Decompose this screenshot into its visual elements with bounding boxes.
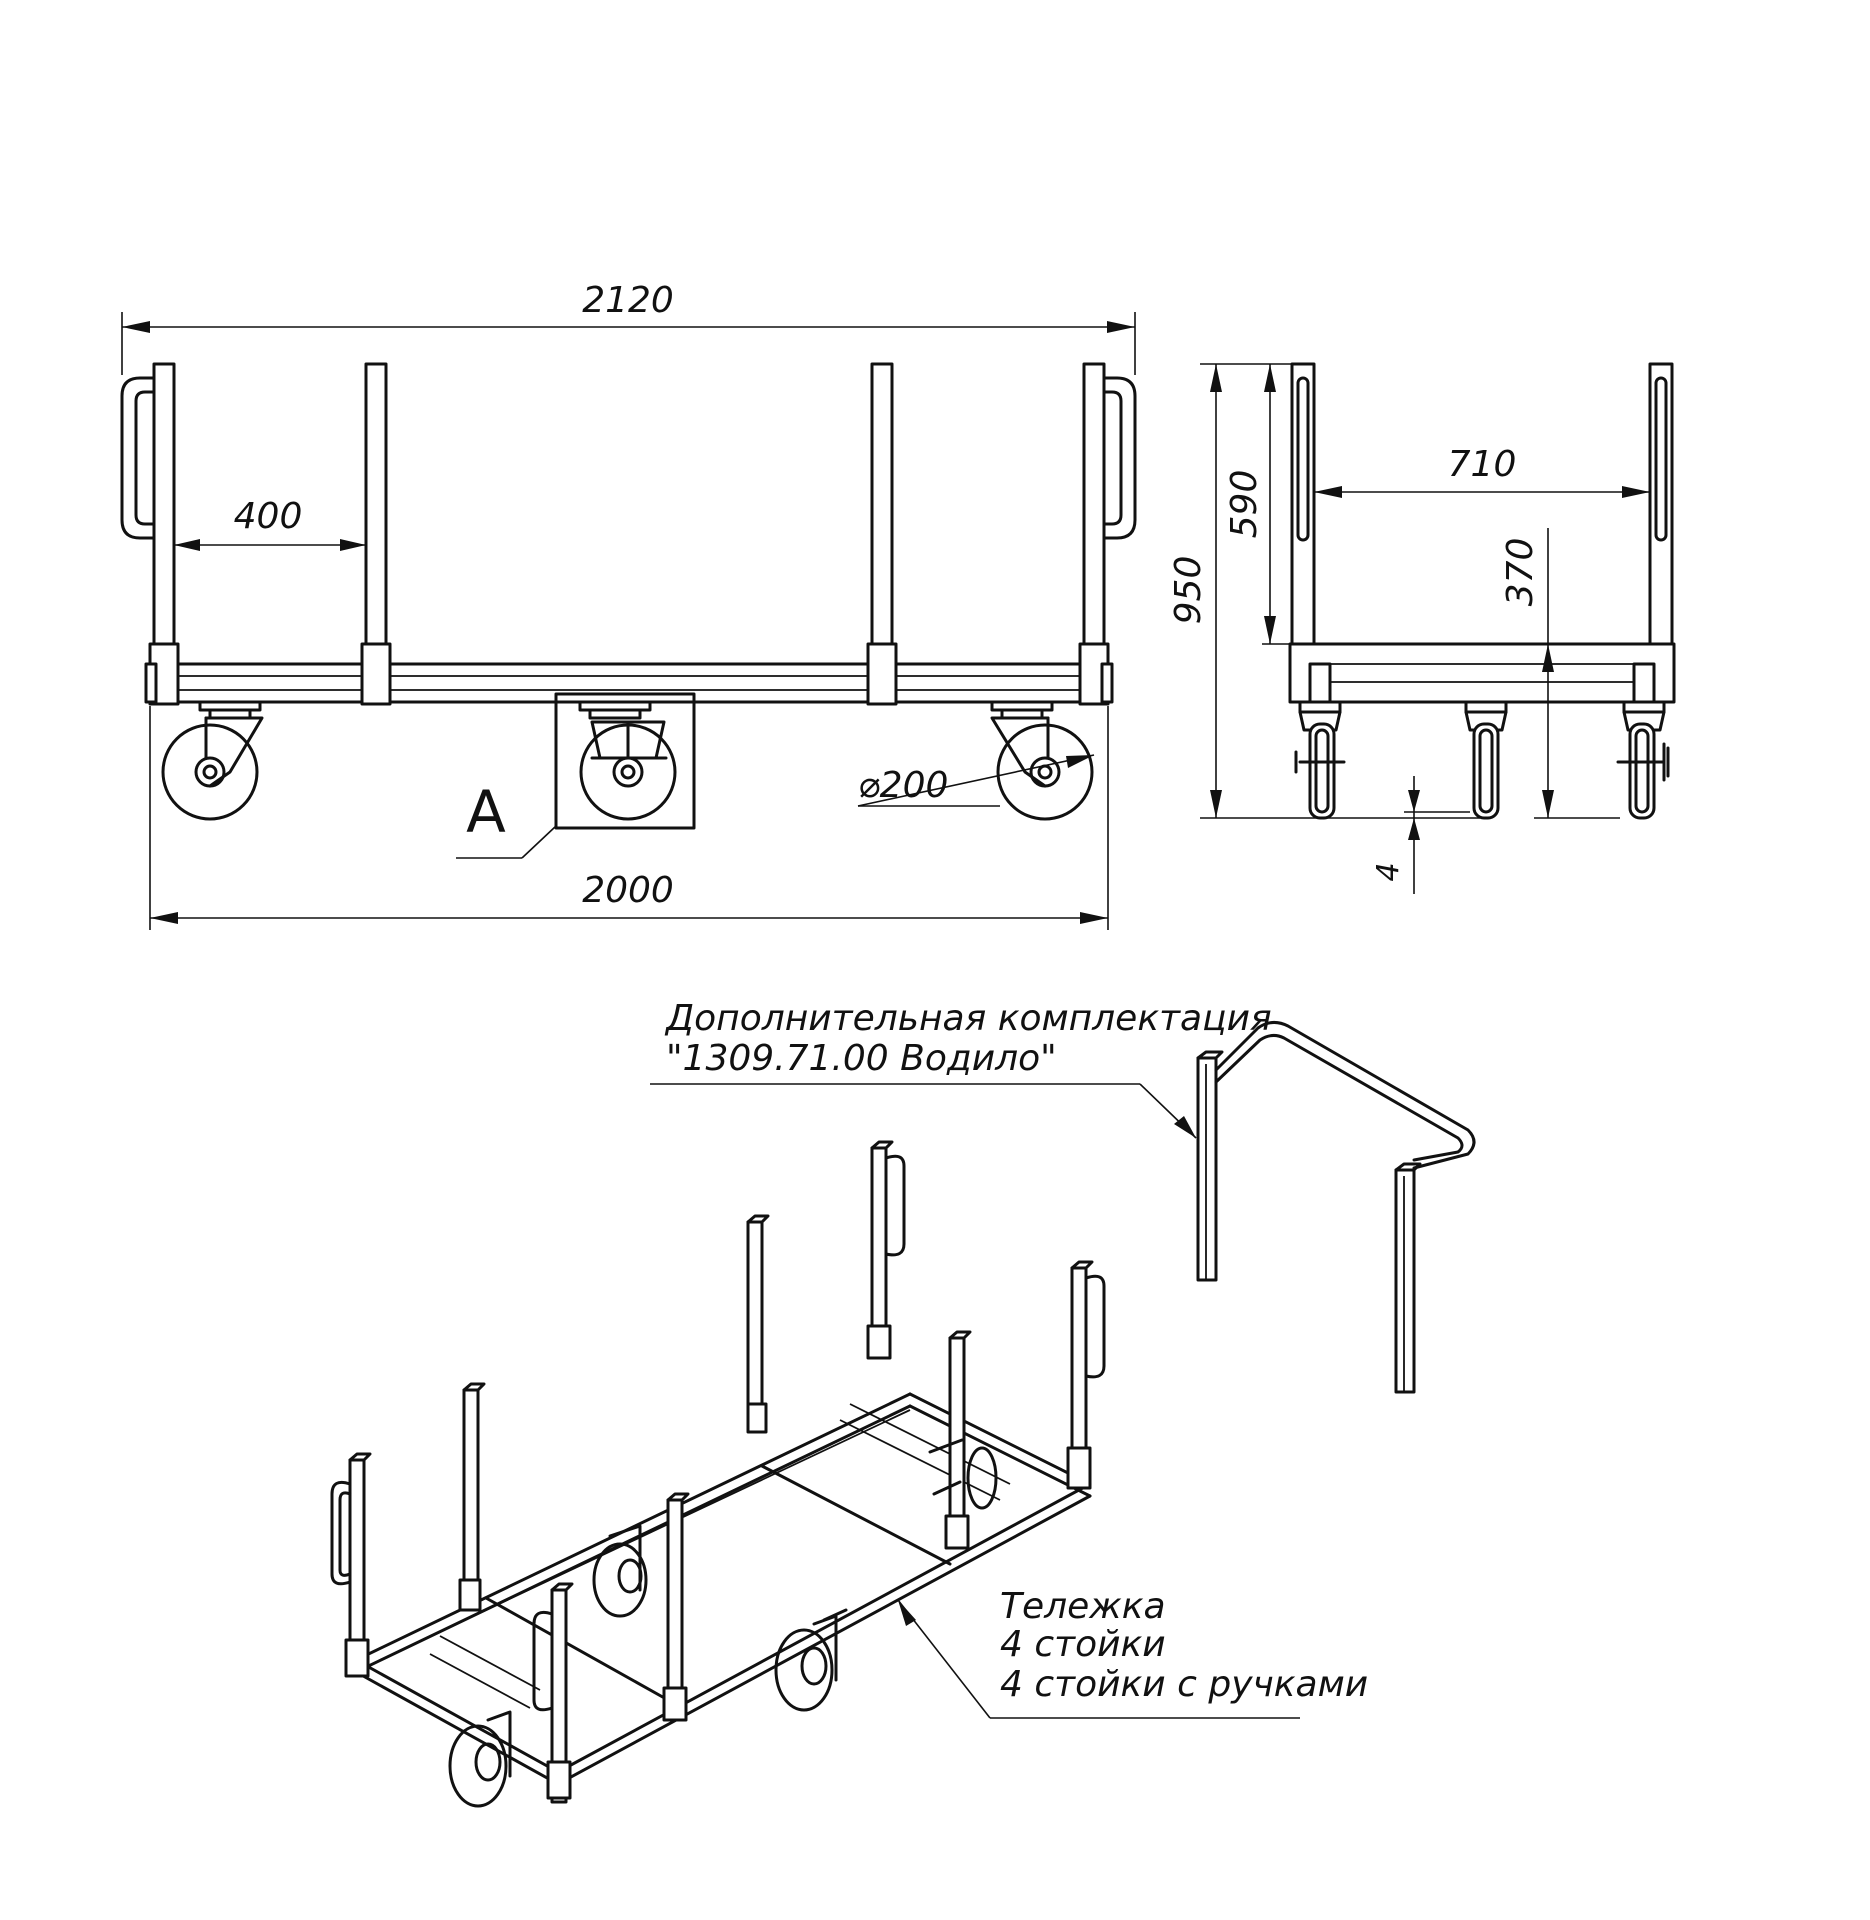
tow-bar-accessory: Дополнительная комплектация "1309.71.00 … <box>650 998 1476 1394</box>
dim-post-spacing: 400 <box>174 496 366 551</box>
detail-a-label: A <box>466 778 506 846</box>
post-2 <box>364 362 388 646</box>
base-length-label: 2000 <box>582 870 674 911</box>
dim-ground-clearance: 4 <box>1371 776 1470 894</box>
total-height-label: 950 <box>1168 556 1209 625</box>
dim-post-height: 590 <box>1224 364 1290 645</box>
isometric-cart: Тележка 4 стойки 4 стойки с ручками <box>330 1140 1368 1808</box>
front-view: 2120 <box>120 280 1137 930</box>
iso-wheel-right <box>774 1608 848 1712</box>
post-spacing-label: 400 <box>234 496 303 537</box>
post-3 <box>870 362 894 646</box>
detail-a-frame <box>554 692 696 830</box>
detail-a-callout: A <box>456 778 557 859</box>
ground-clearance-label: 4 <box>1371 862 1406 881</box>
wheel-middle <box>554 692 696 830</box>
overall-length-label: 2120 <box>582 280 674 321</box>
cart-note-line1: Тележка <box>1000 1586 1166 1627</box>
accessory-note-line1: Дополнительная комплектация <box>664 998 1272 1039</box>
frame-beam <box>148 662 1110 704</box>
wheel-diameter-label: ⌀200 <box>858 765 948 806</box>
dim-inner-width: 710 <box>1314 444 1650 498</box>
side-view: 950 590 710 370 <box>1168 362 1676 894</box>
dim-overall-length: 2120 <box>121 280 1136 375</box>
wheel-right <box>990 716 1094 821</box>
dim-deck-height: 370 <box>1500 528 1620 819</box>
accessory-note: Дополнительная комплектация "1309.71.00 … <box>650 998 1272 1139</box>
post-4 <box>1082 362 1106 646</box>
dim-wheel-diameter: ⌀200 <box>857 754 1095 807</box>
cart-note-line3: 4 стойки с ручками <box>1000 1664 1368 1705</box>
accessory-note-line2: "1309.71.00 Водило" <box>666 1038 1057 1079</box>
dim-total-height: 950 <box>1168 363 1480 819</box>
post-height-label: 590 <box>1224 470 1265 539</box>
iso-wheel-rear <box>928 1438 998 1510</box>
inner-width-label: 710 <box>1448 444 1517 485</box>
cart-note-line2: 4 стойки <box>1000 1624 1166 1665</box>
cart-note: Тележка 4 стойки 4 стойки с ручками <box>897 1586 1368 1719</box>
deck-height-label: 370 <box>1500 538 1541 607</box>
post-1 <box>152 362 176 646</box>
iso-wheel-middle <box>592 1524 648 1618</box>
wheel-left <box>161 716 264 821</box>
iso-wheel-front <box>448 1710 512 1808</box>
dim-base-length: 2000 <box>149 706 1109 930</box>
